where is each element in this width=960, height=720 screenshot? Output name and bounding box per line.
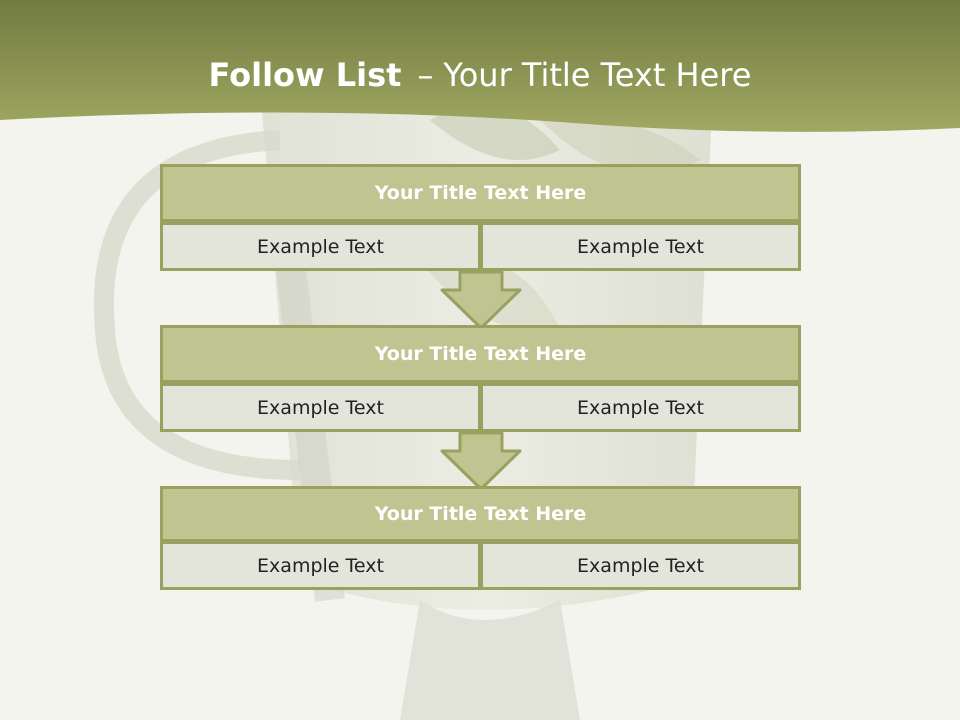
step-cell-right: Example Text: [480, 383, 801, 432]
step-cell-left: Example Text: [160, 541, 481, 590]
title-dash: –: [417, 56, 434, 94]
title-banner: [0, 0, 960, 132]
down-arrow-icon: [440, 431, 522, 491]
step-title: Your Title Text Here: [160, 486, 801, 542]
step-cell-left: Example Text: [160, 222, 481, 271]
step-title: Your Title Text Here: [160, 164, 801, 222]
step-title: Your Title Text Here: [160, 325, 801, 383]
slide-title: Follow List–Your Title Text Here: [0, 52, 960, 98]
title-rest-part: Your Title Text Here: [443, 56, 752, 94]
step-cell-right: Example Text: [480, 222, 801, 271]
step-cell-right: Example Text: [480, 541, 801, 590]
step-cell-left: Example Text: [160, 383, 481, 432]
title-bold-part: Follow List: [208, 56, 402, 94]
down-arrow-icon: [440, 270, 522, 330]
